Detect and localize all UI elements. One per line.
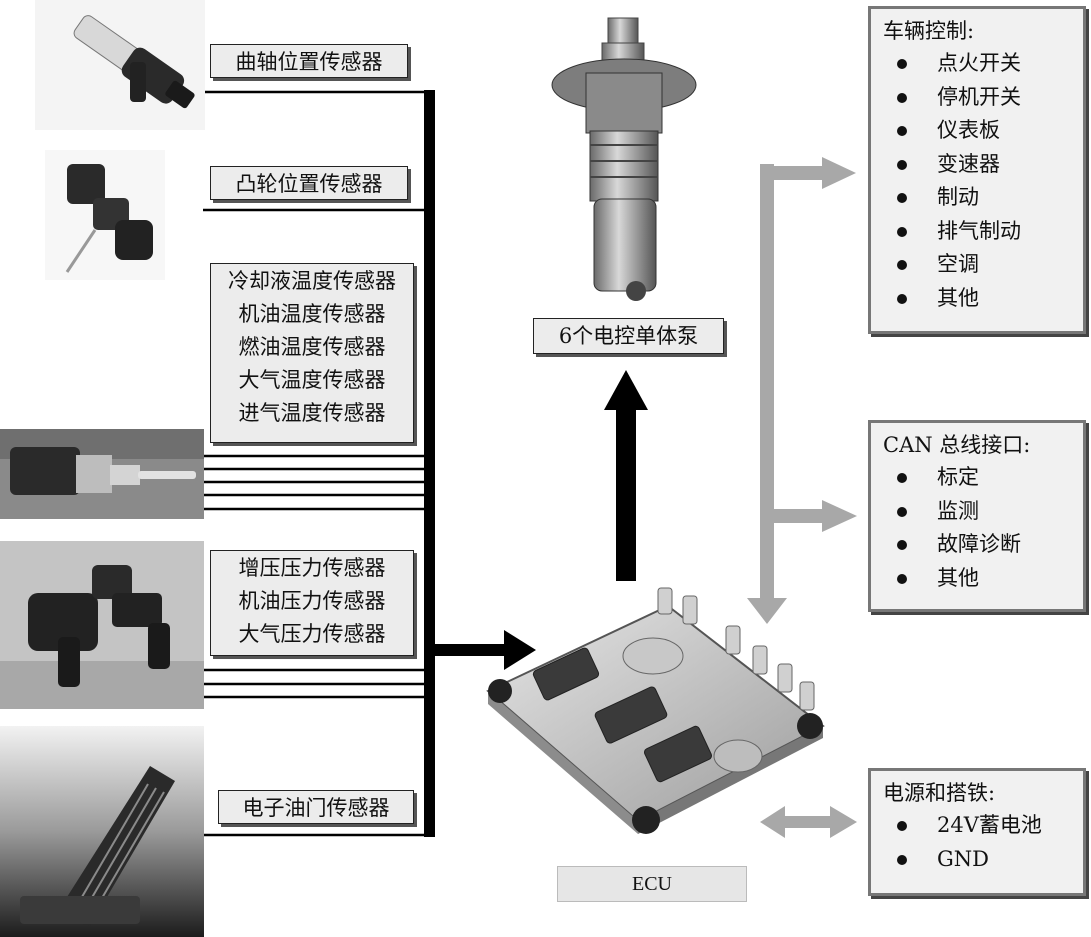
- unit-pump-photo: [551, 17, 697, 301]
- power-ground-item: GND: [883, 843, 1073, 877]
- vehicle-control-item: 点火开关: [883, 47, 1073, 81]
- bus-to-ecu-arrow: [434, 644, 506, 656]
- power-ground-title: 电源和搭铁:: [883, 781, 996, 805]
- vehicle-control-item: 排气制动: [883, 215, 1073, 249]
- oil-pressure-sensor: 机油压力传感器: [238, 589, 386, 613]
- can-bus-item: 标定: [883, 461, 1073, 495]
- fuel-temp-sensor: 燃油温度传感器: [238, 335, 386, 359]
- ecu-to-pump-arrow: [616, 408, 636, 581]
- vehicle-control-title: 车辆控制:: [883, 19, 975, 43]
- crank-sensor-photo: [35, 0, 205, 130]
- pressure-sensor-photo: [0, 541, 204, 709]
- can-bus-item: 其他: [883, 562, 1073, 596]
- ecu-photo: [486, 587, 825, 834]
- ecu-label: ECU: [557, 866, 747, 902]
- power-ground-panel: 电源和搭铁: 24V蓄电池 GND: [868, 768, 1086, 896]
- vehicle-control-item: 仪表板: [883, 114, 1073, 148]
- can-bus-item: 故障诊断: [883, 528, 1073, 562]
- vehicle-control-item: 制动: [883, 181, 1073, 215]
- vehicle-control-item: 停机开关: [883, 81, 1073, 115]
- accelerator-pedal-photo: [0, 726, 204, 937]
- temperature-sensor-photo: [0, 429, 204, 519]
- cam-position-sensor-label: 凸轮位置传感器: [210, 166, 408, 200]
- oil-temp-sensor: 机油温度传感器: [238, 302, 386, 326]
- ambient-temp-sensor: 大气温度传感器: [238, 368, 386, 392]
- coolant-temp-sensor: 冷却液温度传感器: [228, 269, 396, 293]
- unit-pump-label: 6个电控单体泵: [533, 318, 724, 354]
- vehicle-control-panel: 车辆控制: 点火开关 停机开关 仪表板 变速器 制动 排气制动 空调 其他: [868, 6, 1086, 334]
- cam-sensor-photo: [45, 150, 165, 280]
- temperature-sensor-label: 冷却液温度传感器 机油温度传感器 燃油温度传感器 大气温度传感器 进气温度传感器: [210, 263, 414, 443]
- vehicle-control-item: 空调: [883, 248, 1073, 282]
- vehicle-control-item: 变速器: [883, 148, 1073, 182]
- ambient-pressure-sensor: 大气压力传感器: [238, 622, 386, 646]
- can-bus-title: CAN 总线接口:: [883, 433, 1031, 457]
- boost-pressure-sensor: 增压压力传感器: [238, 556, 386, 580]
- intake-temp-sensor: 进气温度传感器: [238, 401, 386, 425]
- can-bus-panel: CAN 总线接口: 标定 监测 故障诊断 其他: [868, 420, 1086, 612]
- power-ground-item: 24V蓄电池: [883, 809, 1073, 843]
- crank-position-sensor-label: 曲轴位置传感器: [210, 44, 408, 78]
- vehicle-control-item: 其他: [883, 282, 1073, 316]
- pressure-sensor-label: 增压压力传感器 机油压力传感器 大气压力传感器: [210, 550, 414, 656]
- can-bus-item: 监测: [883, 495, 1073, 529]
- throttle-sensor-label: 电子油门传感器: [218, 790, 414, 824]
